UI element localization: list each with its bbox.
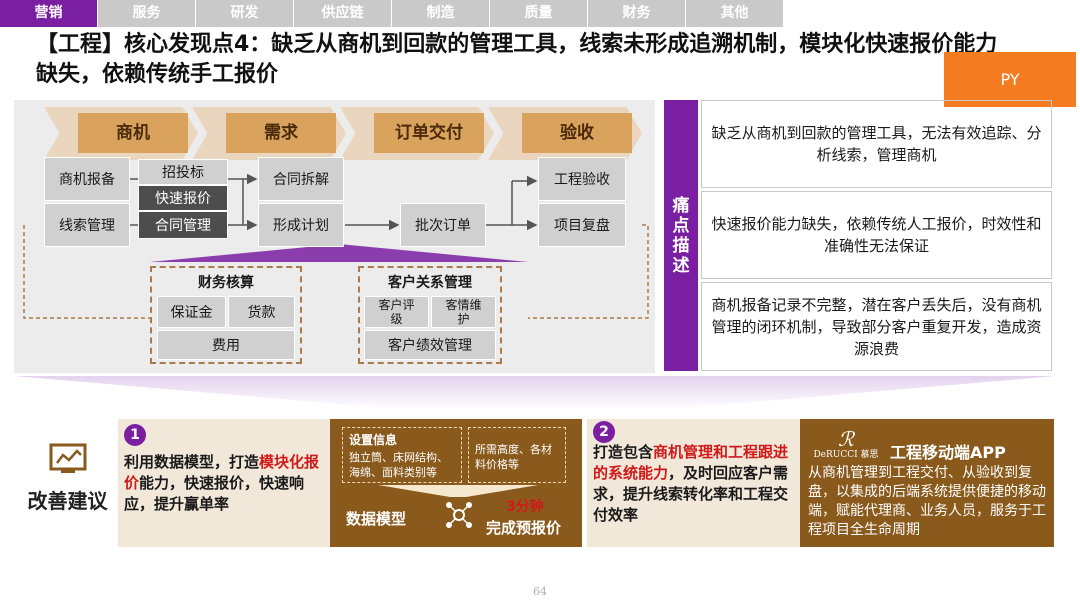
brand-logo: ℛ DeRUCCI 慕思 [808,428,884,461]
tab-rnd[interactable]: 研发 [196,0,293,27]
improvement-section: 改善建议 [20,443,115,514]
logo-mark-icon: ℛ [838,427,854,451]
pain-label-text: 痛点描述 [672,195,690,276]
stage-demand: 需求 [226,113,336,153]
solution-2-highlight: 商机管理和工程跟进的系统能力 [593,443,789,482]
customer-performance-box: 客户绩效管理 [364,330,496,360]
settings-info-box: 设置信息 独立筒、床网结构、海绵、面料类别等 [342,427,462,483]
contract-split-box: 合同拆解 [258,157,344,201]
pain-point-1: 缺乏从商机到回款的管理工具，无法有效追踪、分析线索，管理商机 [701,100,1052,188]
app-title: 工程移动端APP [890,443,1006,462]
top-tabs: 营销 服务 研发 供应链 制造 质量 财务 其他 [0,0,784,27]
lead-management-box: 线索管理 [44,203,130,247]
bidding-box: 招投标 [138,159,228,185]
stage-opportunity: 商机 [78,113,188,153]
pain-point-2: 快速报价能力缺失，依赖传统人工报价，时效性和准确性无法保证 [701,191,1052,279]
solution-1-text: 利用数据模型，打造模块化报价能力，快速报价，快速响应，提升赢单率 [124,452,328,515]
solution-2-text-b: ，及时回应客户需求，提升线索转化率和工程交付效率 [593,464,789,524]
section-divider [14,376,1056,410]
flow-connectors [23,173,649,319]
stage-order-delivery: 订单交付 [374,113,484,153]
opportunity-report-box: 商机报备 [44,157,130,201]
improvement-label: 改善建议 [27,489,108,513]
finance-group [150,266,302,364]
solution-1-model-panel [330,419,582,547]
calc-info-box: 所需高度、各材料价格等 [468,427,566,483]
customer-rating-box: 客户评级 [364,296,429,328]
customer-care-box: 客情维护 [431,296,496,328]
tab-manufacturing[interactable]: 制造 [392,0,489,27]
py-badge: PY [944,52,1076,107]
tab-marketing[interactable]: 营销 [0,0,97,27]
tab-supply-chain[interactable]: 供应链 [294,0,391,27]
crm-title: 客户关系管理 [388,275,472,291]
pain-points-label: 痛点描述 [664,100,698,371]
cost-box: 费用 [157,330,295,360]
data-model-label: 数据模型 [346,510,407,528]
solution-1-number: 1 [124,424,146,446]
solution-1-panel [118,419,330,547]
app-description: 从商机管理到工程交付、从验收到复盘，以集成的后端系统提供便捷的移动端，赋能代理商… [808,465,1046,538]
solution-2-app-panel [800,419,1054,547]
crm-group [358,266,502,364]
solution-1-text-b: 能力，快速报价，快速响应，提升赢单率 [124,474,305,513]
brand-name: DeRUCCI 慕思 [813,450,879,460]
solution-1-highlight: 模块化报价 [124,453,320,492]
finance-title: 财务核算 [198,275,254,291]
tab-service[interactable]: 服务 [98,0,195,27]
pain-point-3: 商机报备记录不完整，潜在客户丢失后，没有商机管理的闭环机制，导致部分客户重复开发… [701,282,1052,371]
solution-1-text-a: 利用数据模型，打造 [124,453,260,471]
project-review-box: 项目复盘 [538,203,626,247]
tab-other[interactable]: 其他 [686,0,783,27]
settings-title: 设置信息 [349,433,398,447]
quote-time: 3分钟 [506,499,544,515]
solution-2-text: 打造包含商机管理和工程跟进的系统能力，及时回应客户需求，提升线索转化率和工程交付… [593,442,798,526]
pre-quote-label: 完成预报价 [486,519,562,537]
project-acceptance-box: 工程验收 [538,157,626,201]
solution-2-text-a: 打造包含 [593,443,654,461]
solution-2-panel [587,419,800,547]
deposit-box: 保证金 [157,296,226,328]
solution-2-number: 2 [593,421,615,443]
batch-order-box: 批次订单 [400,203,486,247]
stage-acceptance: 验收 [522,113,632,153]
chart-icon [49,443,86,473]
contract-management-box: 合同管理 [138,211,228,239]
network-icon [446,502,472,528]
quick-quote-box: 快速报价 [138,185,228,211]
make-plan-box: 形成计划 [258,203,344,247]
page-title: 【工程】核心发现点4：缺乏从商机到回款的管理工具，线索未形成追溯机制，模块化快速… [36,32,998,87]
settings-detail: 独立筒、床网结构、海绵、面料类别等 [349,451,448,479]
page-number: 64 [533,585,547,598]
payment-box: 货款 [228,296,295,328]
tab-quality[interactable]: 质量 [490,0,587,27]
tab-finance[interactable]: 财务 [588,0,685,27]
